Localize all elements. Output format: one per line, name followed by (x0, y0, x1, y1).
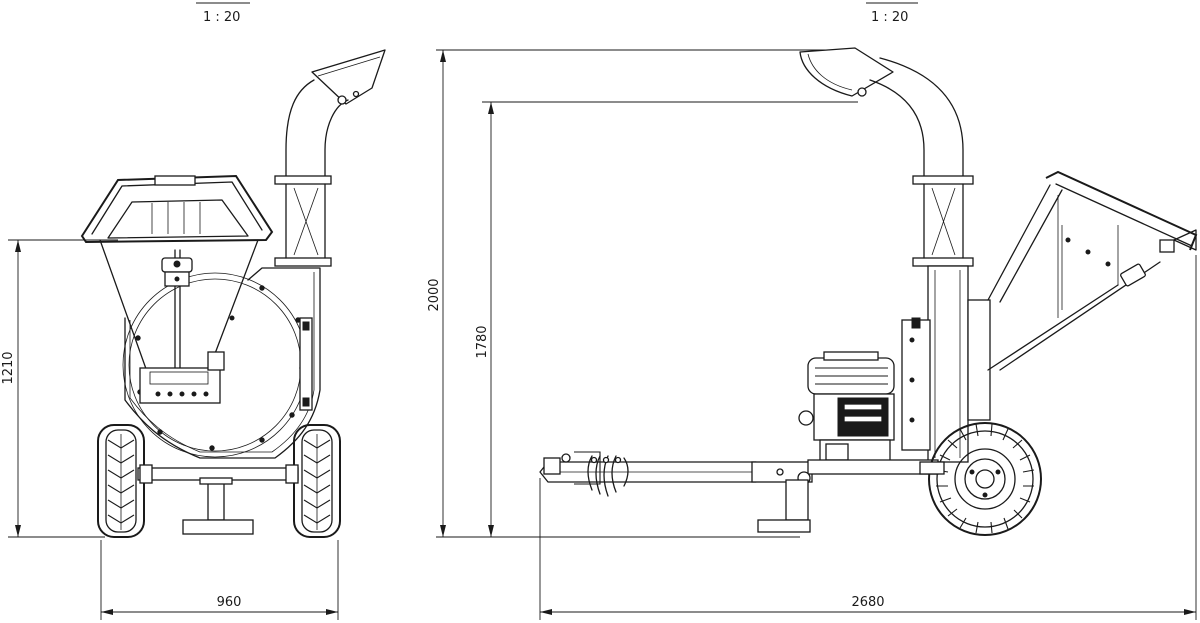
side-safety-chains (587, 455, 629, 497)
front-width-dimension: 960 (100, 540, 339, 620)
front-axle (137, 467, 299, 535)
front-scale-label: 1 : 20 (196, 2, 250, 25)
side-housing (901, 265, 991, 463)
front-view (80, 49, 386, 538)
side-length-dimension: 2680 (539, 255, 1197, 620)
side-total-height-value: 2000 (427, 278, 442, 311)
side-scale-text: 1 : 20 (871, 10, 908, 25)
side-chute-height-value: 1780 (475, 325, 490, 358)
front-feed-hopper (80, 174, 274, 404)
front-width-value: 960 (217, 595, 242, 610)
side-length-value: 2680 (851, 595, 884, 610)
side-discharge-chute (799, 47, 974, 267)
side-tow-frame (539, 451, 939, 533)
front-discharge-chute (274, 49, 386, 267)
front-scale-text: 1 : 20 (203, 10, 240, 25)
side-engine (798, 351, 895, 463)
front-housing (122, 267, 321, 459)
front-right-wheel (285, 424, 341, 538)
side-feed-hopper (987, 170, 1198, 371)
side-view (539, 47, 1198, 536)
front-left-wheel (97, 424, 153, 538)
front-height-dimension: 1210 (1, 239, 118, 538)
side-scale-label: 1 : 20 (866, 2, 918, 25)
side-chute-height-dimension: 1780 (475, 101, 858, 537)
side-wheel (919, 422, 1042, 536)
front-height-value: 1210 (1, 351, 16, 384)
side-total-height-dimension: 2000 (427, 49, 830, 538)
